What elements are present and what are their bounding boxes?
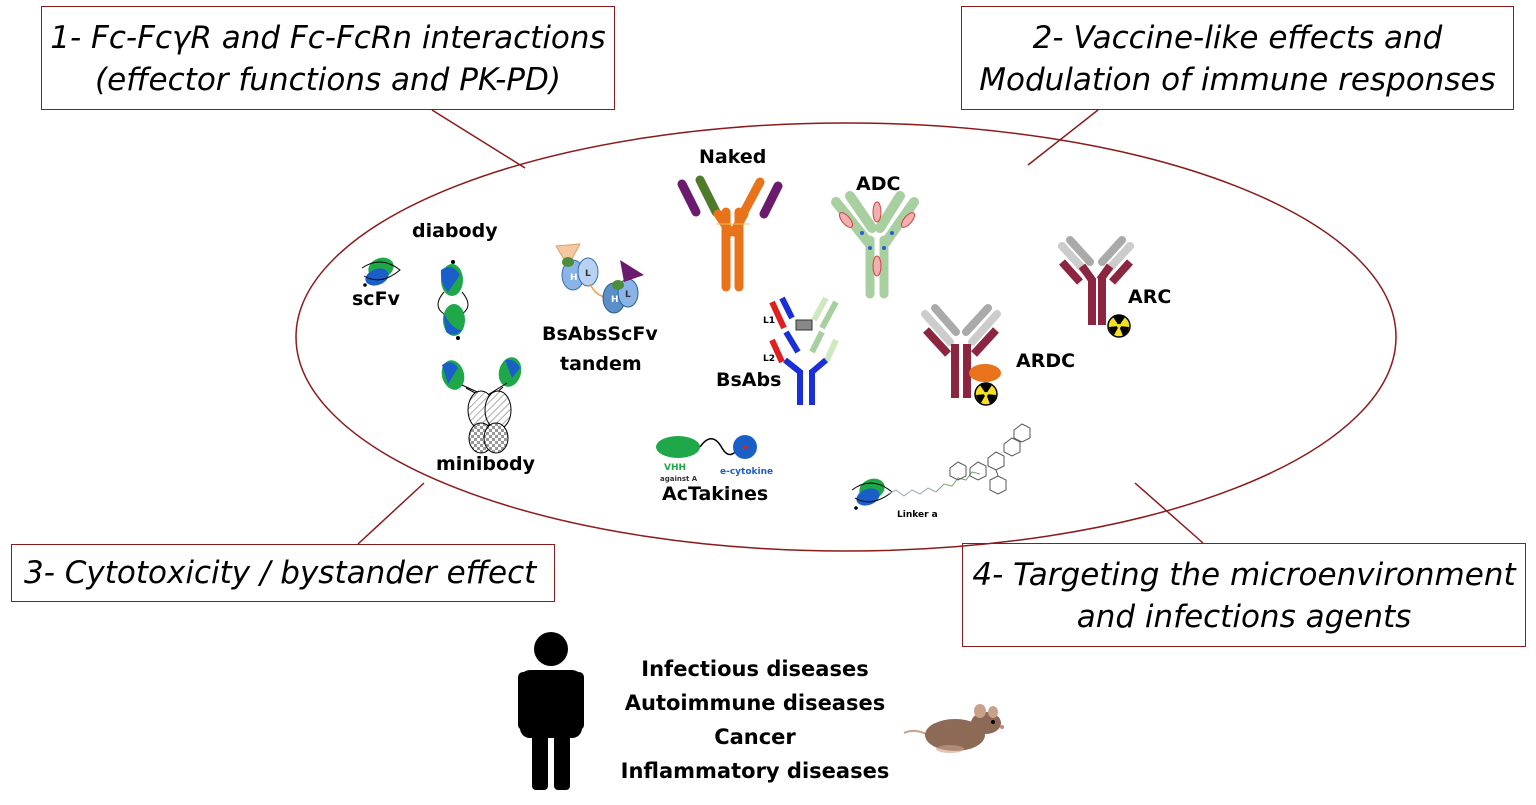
bsabsscfv-icon: H L H L bbox=[555, 243, 644, 314]
vhh-label: VHH bbox=[664, 463, 686, 473]
box3-line1: 3- Cytotoxicity / bystander effect bbox=[24, 555, 537, 591]
mouse-icon bbox=[903, 704, 1004, 753]
adc-label: ADC bbox=[856, 173, 900, 195]
formats-ellipse bbox=[295, 122, 1397, 552]
bsabsscfv-label-2: tandem bbox=[560, 353, 642, 375]
bsabs-l1-label: L1 bbox=[763, 316, 775, 326]
against-label: against A bbox=[660, 475, 698, 483]
disease-inflammatory: Inflammatory diseases bbox=[620, 759, 890, 783]
naked-antibody-icon bbox=[677, 175, 783, 292]
box1-line1: 1- Fc-FcγR and Fc-FcRn interactions bbox=[50, 20, 606, 56]
disease-infectious: Infectious diseases bbox=[641, 657, 869, 681]
box1-line2: (effector functions and PK-PD) bbox=[95, 62, 561, 98]
box2-line1: 2- Vaccine-like effects and bbox=[1032, 20, 1443, 56]
actakines-icon: VHH against A e-cytokine bbox=[656, 435, 773, 483]
human-silhouette-icon bbox=[518, 632, 584, 790]
box-vaccine-effects: 2- Vaccine-like effects and Modulation o… bbox=[961, 6, 1514, 110]
box4-line2: and infections agents bbox=[1076, 599, 1412, 635]
disease-cancer: Cancer bbox=[714, 725, 796, 749]
ardc-label: ARDC bbox=[1016, 350, 1075, 372]
bsabsscfv-label-1: BsAbsScFv bbox=[542, 323, 658, 345]
bsabs-l2-label: L2 bbox=[763, 354, 775, 364]
box2-line2: Modulation of immune responses bbox=[979, 62, 1496, 98]
arc-label: ARC bbox=[1128, 286, 1171, 308]
minibody-label: minibody bbox=[436, 453, 536, 475]
scfv-label: scFv bbox=[352, 288, 401, 310]
box4-line1: 4- Targeting the microenvironment bbox=[972, 557, 1516, 593]
ardc-radioactive-icon bbox=[974, 382, 998, 406]
connector-lines bbox=[357, 109, 1204, 545]
adc-icon bbox=[831, 191, 919, 299]
bsabs-label: BsAbs bbox=[716, 369, 781, 391]
connector-3 bbox=[357, 482, 425, 545]
svg-text:H: H bbox=[611, 295, 619, 305]
box-cytotoxicity: 3- Cytotoxicity / bystander effect bbox=[11, 544, 555, 602]
svg-text:L: L bbox=[625, 290, 631, 300]
ardc-icon bbox=[921, 304, 1001, 398]
actakines-label: AcTakines bbox=[662, 483, 768, 505]
naked-label: Naked bbox=[699, 146, 766, 168]
diabody-label: diabody bbox=[412, 220, 498, 242]
connector-4 bbox=[1134, 482, 1204, 544]
bsabs-icon: L1 L2 bbox=[763, 296, 839, 405]
scfv-linker-drug-icon: Linker a bbox=[851, 423, 1031, 520]
scfv-icon bbox=[361, 257, 401, 287]
connector-2 bbox=[1027, 109, 1099, 166]
box-fc-interactions: 1- Fc-FcγR and Fc-FcRn interactions (eff… bbox=[41, 6, 615, 110]
linker-label: Linker a bbox=[897, 510, 938, 520]
connector-1 bbox=[431, 109, 526, 169]
box-microenvironment: 4- Targeting the microenvironment and in… bbox=[962, 543, 1526, 647]
radioactive-icon bbox=[1107, 314, 1131, 338]
arc-icon bbox=[1058, 236, 1134, 325]
svg-text:L: L bbox=[585, 269, 591, 279]
svg-text:H: H bbox=[570, 273, 578, 283]
diabody-icon bbox=[437, 260, 469, 340]
cytokine-label: e-cytokine bbox=[720, 467, 773, 477]
minibody-icon bbox=[441, 357, 522, 454]
disease-autoimmune: Autoimmune diseases bbox=[624, 691, 886, 715]
